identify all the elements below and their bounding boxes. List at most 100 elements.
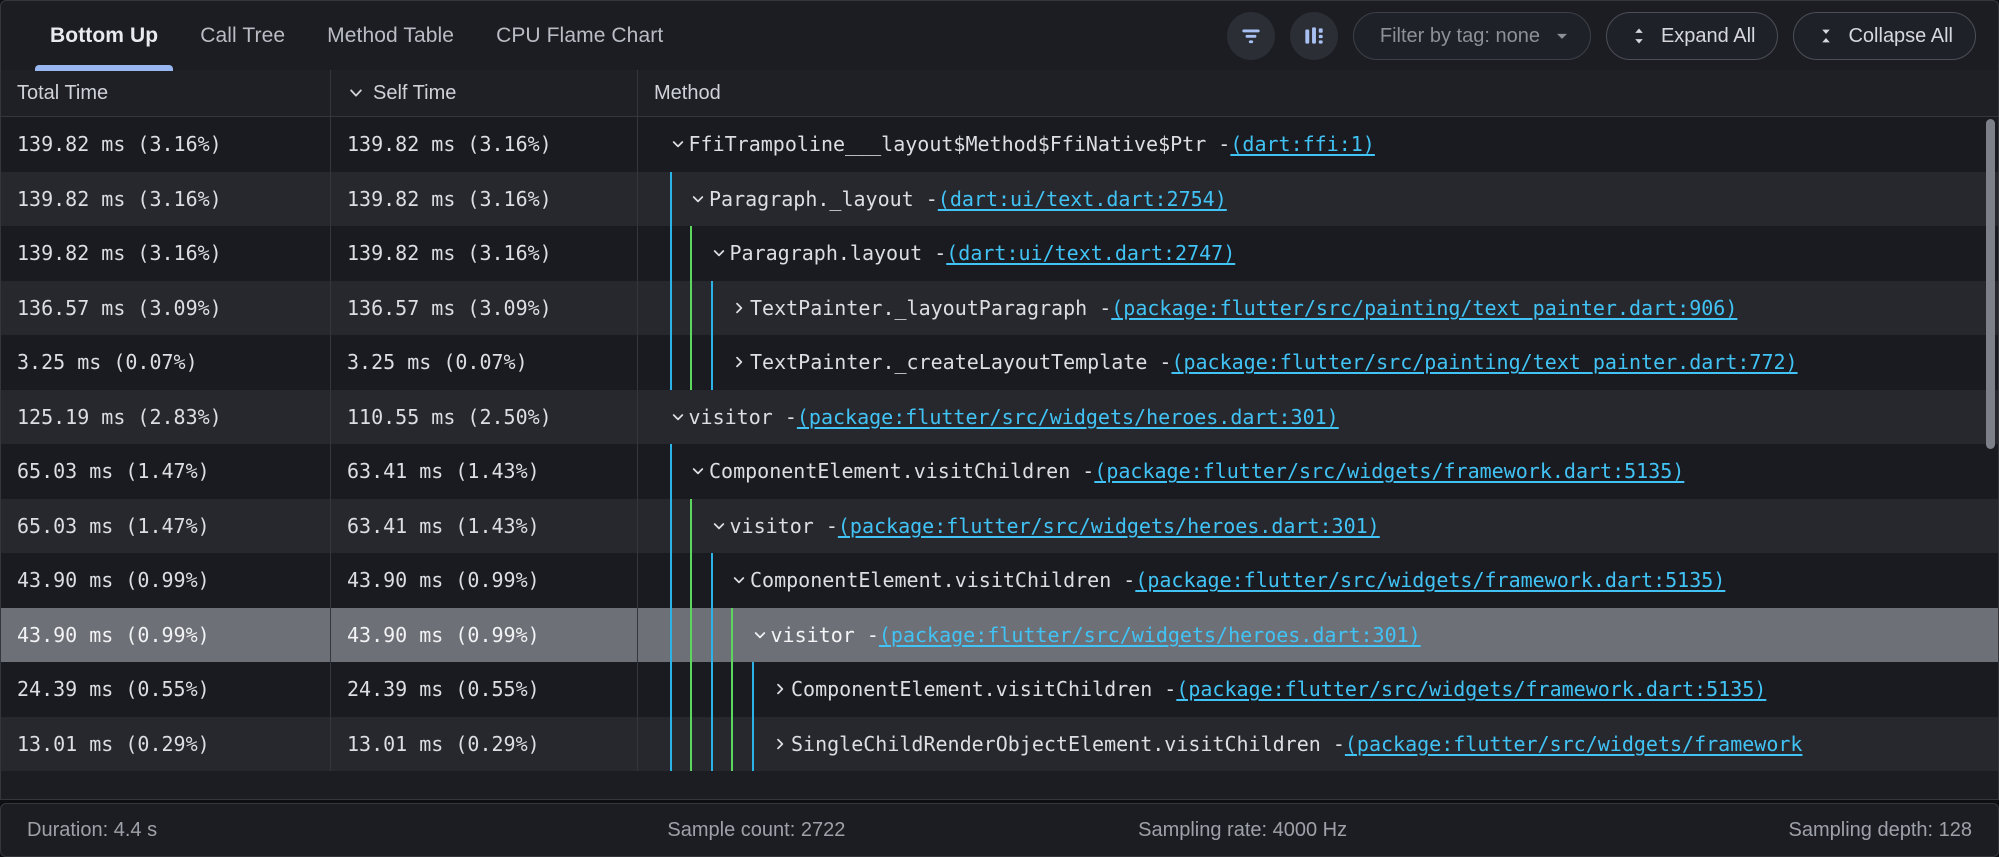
column-header-method[interactable]: Method: [638, 70, 1998, 116]
table-row[interactable]: 43.90 ms (0.99%)43.90 ms (0.99%) Componen…: [1, 553, 1998, 608]
cell-total-time: 3.25 ms (0.07%): [1, 335, 331, 390]
source-location-link[interactable]: (package:flutter/src/widgets/heroes.dart…: [796, 404, 1339, 429]
source-location-link[interactable]: (package:flutter/src/widgets/framework.d…: [1176, 677, 1767, 702]
indent-guides: [638, 280, 720, 336]
sampling-depth-label: Sampling depth: 128: [1788, 818, 1972, 841]
bottom-up-table: Total Time Self Time Method 139.82 ms (3…: [0, 70, 1999, 800]
duration-label: Duration: 4.4 s: [27, 818, 158, 841]
tab-method-table[interactable]: Method Table: [306, 1, 475, 70]
table-row[interactable]: 139.82 ms (3.16%)139.82 ms (3.16%)Paragr…: [1, 171, 1998, 227]
method-content: visitor - (package:flutter/src/widgets/h…: [659, 405, 1999, 429]
indent-guide-line: [720, 607, 741, 663]
table-row[interactable]: 136.57 ms (3.09%)136.57 ms (3.09%)TextPa…: [1, 280, 1998, 336]
cell-total-time: 43.90 ms (0.99%): [1, 553, 331, 608]
filter-button[interactable]: [1226, 11, 1275, 60]
indent-guides: [638, 335, 720, 390]
table-row[interactable]: 43.90 ms (0.99%)43.90 ms (0.99%)visitor …: [1, 607, 1998, 663]
chevron-right-icon[interactable]: [728, 300, 750, 316]
expand-all-label: Expand All: [1660, 24, 1756, 47]
chevron-down-icon[interactable]: [687, 463, 709, 479]
cell-self-time: 13.01 ms (0.29%): [331, 716, 638, 771]
chevron-down-icon[interactable]: [667, 136, 689, 152]
expand-all-button[interactable]: Expand All: [1605, 11, 1779, 60]
chevron-down-icon[interactable]: [667, 409, 689, 425]
table-row[interactable]: 125.19 ms (2.83%)110.55 ms (2.50%)visito…: [1, 389, 1999, 445]
source-location-link[interactable]: (package:flutter/src/widgets/heroes.dart…: [878, 622, 1421, 647]
chevron-right-icon[interactable]: [769, 681, 791, 697]
cell-method: TextPainter._createLayoutTemplate - (pac…: [638, 335, 1998, 390]
bar-chart-icon: [1301, 23, 1327, 49]
collapse-all-button[interactable]: Collapse All: [1793, 11, 1976, 60]
indent-guide-line: [659, 553, 680, 608]
source-location-link[interactable]: (package:flutter/src/widgets/framework: [1344, 731, 1803, 756]
source-location-link[interactable]: (dart:ffi:1): [1230, 132, 1375, 157]
source-location-link[interactable]: (package:flutter/src/widgets/framework.d…: [1094, 459, 1685, 484]
chevron-down-icon[interactable]: [708, 245, 730, 261]
indent-guide-line: [679, 335, 700, 390]
chevron-down-icon[interactable]: [749, 627, 771, 643]
source-location-link[interactable]: (dart:ui/text.dart:2747): [946, 241, 1236, 266]
method-name: TextPainter._layoutParagraph -: [750, 295, 1112, 320]
column-header-total-time[interactable]: Total Time: [1, 70, 331, 116]
cell-total-time: 43.90 ms (0.99%): [1, 607, 331, 662]
tab-call-tree[interactable]: Call Tree: [179, 1, 306, 70]
table-header-row: Total Time Self Time Method: [1, 70, 1998, 117]
indent-spacer: [638, 553, 659, 608]
source-location-link[interactable]: (package:flutter/src/painting/text_paint…: [1111, 295, 1738, 320]
indent-guides: [638, 607, 741, 663]
method-content: ComponentElement.visitChildren - (packag…: [720, 568, 1998, 592]
cell-self-time: 43.90 ms (0.99%): [331, 553, 638, 608]
tab-cpu-flame-chart[interactable]: CPU Flame Chart: [475, 1, 684, 70]
table-row[interactable]: 139.82 ms (3.16%)139.82 ms (3.16%)FfiTra…: [1, 117, 1998, 172]
indent-guides: [638, 444, 679, 499]
method-content: ComponentElement.visitChildren - (packag…: [679, 459, 1998, 483]
chevron-right-icon[interactable]: [728, 354, 750, 370]
unfold-less-icon: [1816, 25, 1836, 47]
filter-icon: [1238, 23, 1264, 49]
table-row[interactable]: 13.01 ms (0.29%)13.01 ms (0.29%)SingleCh…: [1, 716, 1998, 772]
indent-guide-line: [679, 280, 700, 336]
source-location-link[interactable]: (package:flutter/src/widgets/framework.d…: [1135, 568, 1726, 593]
indent-guide-line: [659, 662, 680, 717]
toolbar-actions: Filter by tag: none Expand All: [1226, 11, 1976, 60]
table-body: 139.82 ms (3.16%)139.82 ms (3.16%)FfiTra…: [1, 117, 1998, 799]
vertical-scrollbar-thumb[interactable]: [1986, 119, 1995, 449]
cell-method: FfiTrampoline___layout$Method$FfiNative$…: [638, 117, 1998, 172]
column-header-self-time[interactable]: Self Time: [331, 70, 638, 116]
method-name: Paragraph.layout -: [729, 241, 947, 266]
indent-guide-line: [659, 444, 680, 499]
tag-filter-dropdown[interactable]: Filter by tag: none: [1352, 11, 1591, 60]
chevron-down-icon[interactable]: [687, 191, 709, 207]
source-location-link[interactable]: (package:flutter/src/widgets/heroes.dart…: [837, 513, 1380, 538]
chevron-down-icon[interactable]: [728, 572, 750, 588]
method-content: ComponentElement.visitChildren - (packag…: [761, 677, 1998, 701]
chart-toggle-button[interactable]: [1289, 11, 1338, 60]
indent-guide-line: [679, 226, 700, 281]
table-row[interactable]: 24.39 ms (0.55%)24.39 ms (0.55%)Componen…: [1, 662, 1998, 717]
indent-guides: [638, 117, 659, 172]
tab-label: Call Tree: [200, 23, 286, 47]
vertical-scrollbar[interactable]: [1986, 117, 1995, 799]
cell-total-time: 24.39 ms (0.55%): [1, 662, 331, 717]
chevron-down-icon[interactable]: [708, 518, 730, 534]
tab-bottom-up[interactable]: Bottom Up: [29, 1, 179, 71]
indent-guide-line: [720, 716, 741, 772]
table-row[interactable]: 3.25 ms (0.07%)3.25 ms (0.07%)TextPainte…: [1, 335, 1998, 390]
indent-guides: [638, 171, 679, 227]
indent-guide-line: [659, 335, 680, 390]
tab-label: CPU Flame Chart: [496, 23, 664, 47]
indent-spacer: [638, 281, 659, 336]
table-row[interactable]: 139.82 ms (3.16%)139.82 ms (3.16%)Paragr…: [1, 226, 1998, 281]
indent-spacer: [638, 499, 659, 554]
source-location-link[interactable]: (package:flutter/src/painting/text_paint…: [1171, 350, 1798, 375]
method-content: Paragraph._layout - (dart:ui/text.dart:2…: [679, 187, 1998, 211]
table-row[interactable]: 65.03 ms (1.47%)63.41 ms (1.43%)Componen…: [1, 444, 1998, 499]
source-location-link[interactable]: (dart:ui/text.dart:2754): [937, 186, 1227, 211]
chevron-right-icon[interactable]: [769, 736, 791, 752]
column-header-total-time-label: Total Time: [17, 81, 109, 104]
method-content: visitor - (package:flutter/src/widgets/h…: [700, 514, 1999, 538]
indent-guide-line: [700, 716, 721, 772]
table-row[interactable]: 65.03 ms (1.47%)63.41 ms (1.43%)visitor …: [1, 498, 1999, 554]
cell-method: Paragraph.layout - (dart:ui/text.dart:27…: [638, 226, 1998, 281]
indent-spacer: [638, 390, 659, 445]
